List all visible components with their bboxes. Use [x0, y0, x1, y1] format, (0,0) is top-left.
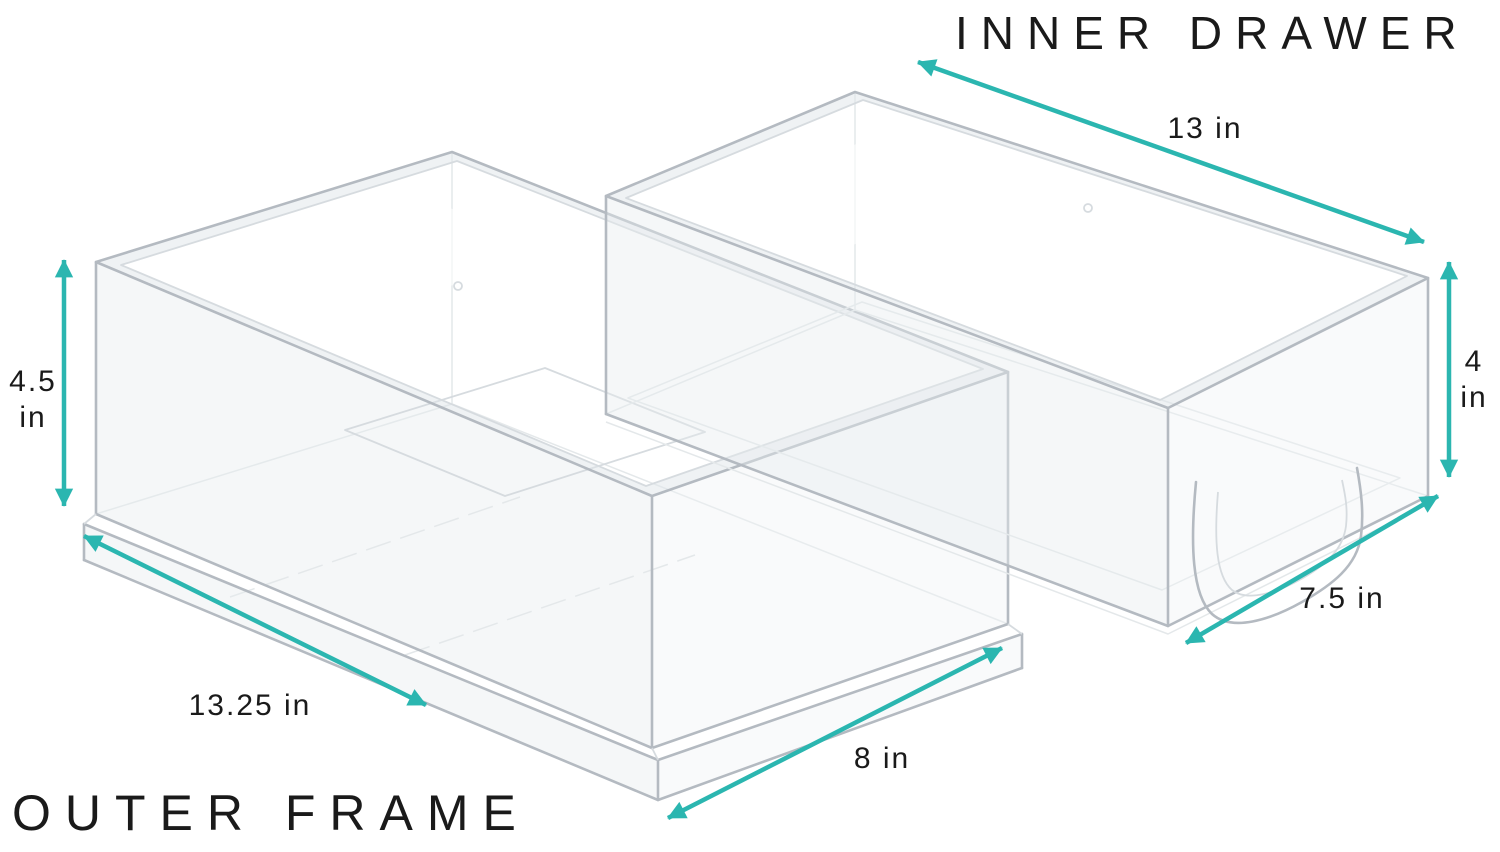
inner-drawer-height-label: 4 in [1448, 344, 1500, 416]
outer-frame-length-arrow [83, 533, 427, 708]
inner-drawer-label: INNER DRAWER [955, 7, 1470, 59]
outer-frame-height-unit: in [19, 401, 47, 434]
outer-frame-label: OUTER FRAME [12, 785, 530, 841]
inner-drawer-length-label: 13 in [1167, 112, 1243, 145]
outer-frame-height-label: 4.5 in [2, 364, 64, 436]
dimension-arrows [54, 59, 1459, 821]
inner-drawer-height-value: 4 [1464, 345, 1484, 378]
inner-drawer-length-arrow [917, 59, 1425, 245]
outer-frame-width-arrow [666, 645, 1004, 821]
outer-frame-height-value: 4.5 [9, 365, 57, 398]
outer-frame-width-label: 8 in [853, 742, 911, 775]
inner-drawer-width-label: 7.5 in [1299, 582, 1385, 615]
outer-frame-length-label: 13.25 in [188, 689, 312, 722]
inner-drawer-width-arrow [1184, 494, 1440, 645]
inner-drawer-height-unit: in [1460, 381, 1488, 414]
mold-dimple-icon [1083, 203, 1093, 213]
mold-dimple-icon [453, 281, 463, 291]
